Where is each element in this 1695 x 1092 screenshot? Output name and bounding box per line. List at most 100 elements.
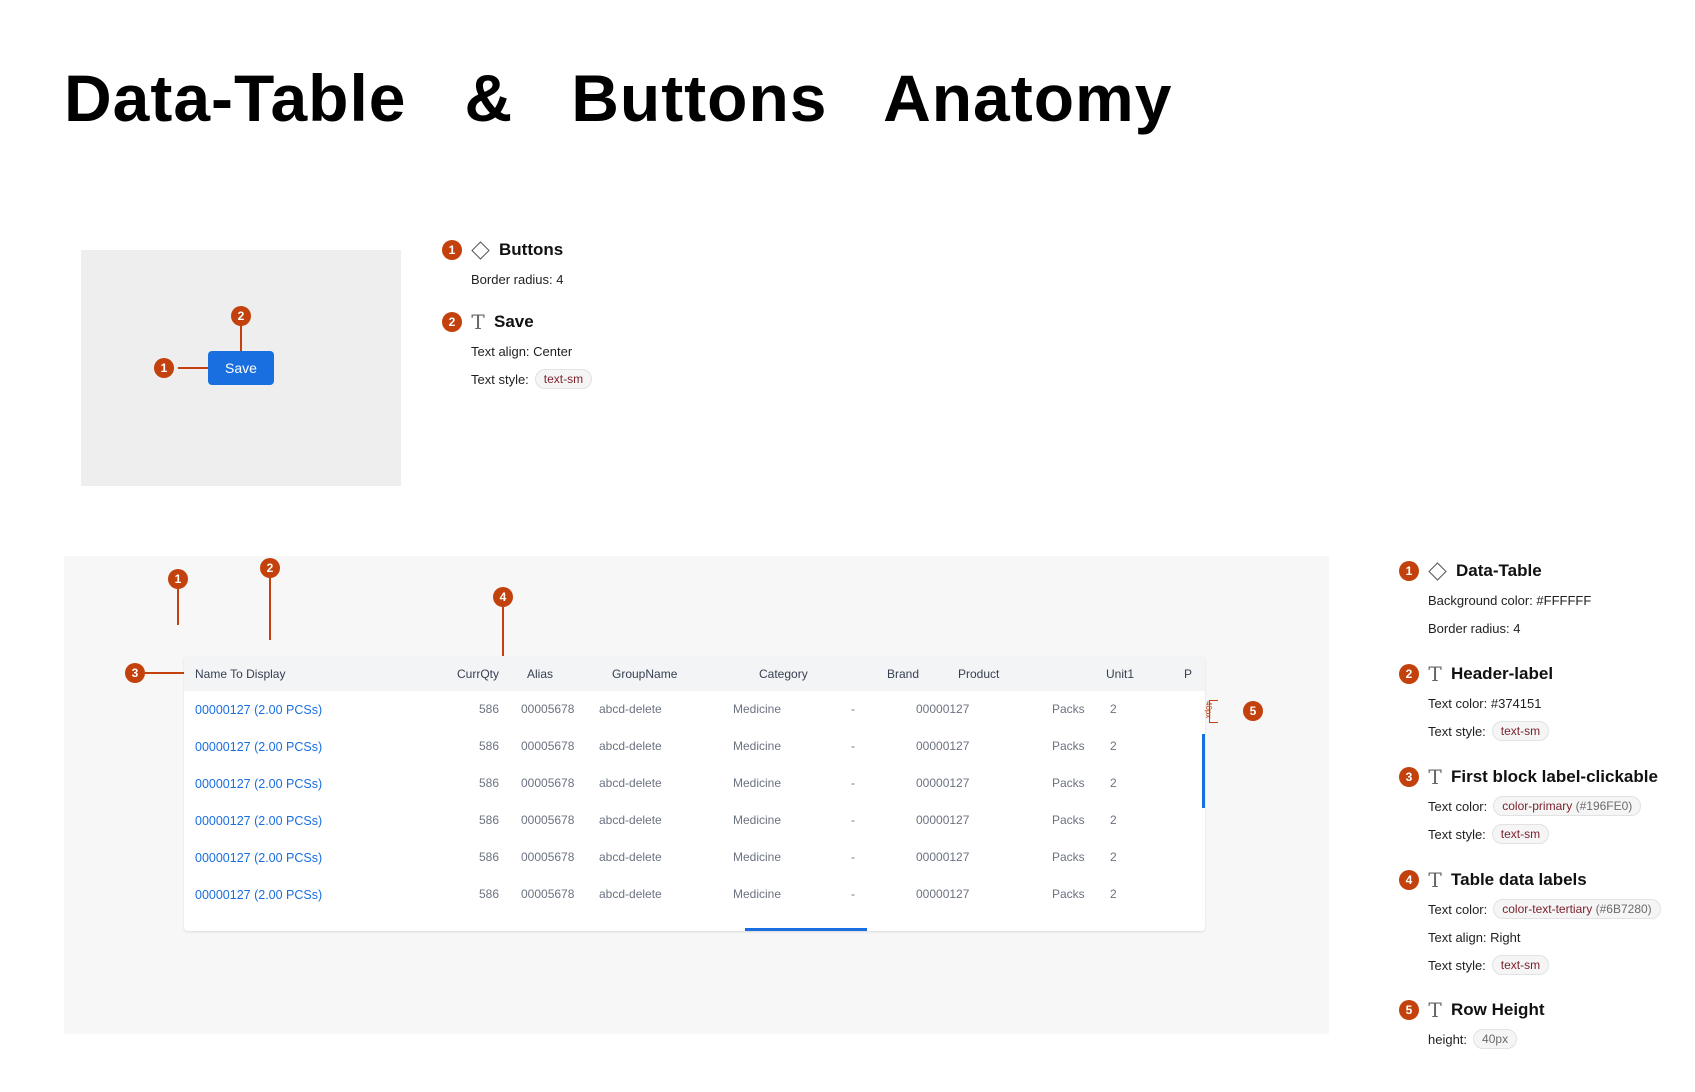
spec-title: Table data labels: [1451, 870, 1587, 889]
spec-title: Save: [494, 312, 534, 331]
spec-prop: Text style: text-sm: [1428, 955, 1661, 975]
header-label[interactable]: Category: [759, 667, 808, 681]
save-button[interactable]: Save: [208, 351, 274, 385]
table-cell: abcd-delete: [599, 813, 662, 827]
table-cell: 00000127: [916, 776, 970, 790]
table-cell: Medicine: [733, 813, 782, 827]
component-diamond-icon: [1428, 561, 1447, 581]
spec-prop: Text align: Center: [471, 343, 573, 359]
marker-badge-2: 2: [1399, 664, 1419, 684]
spec-buttons: 1 Buttons Border radius: 4: [442, 240, 564, 288]
header-label[interactable]: Name To Display: [195, 667, 286, 681]
marker-badge-2: 2: [442, 312, 462, 332]
row-name-link[interactable]: 00000127 (2.00 PCSs): [195, 888, 323, 902]
marker-badge-3: 3: [1399, 767, 1419, 787]
header-label[interactable]: Brand: [887, 667, 920, 681]
row-name-link[interactable]: 00000127 (2.00 PCSs): [195, 851, 323, 865]
spec-prop-label: Text style:: [471, 371, 529, 387]
spec-prop: Text color: #374151: [1428, 695, 1542, 711]
header-label[interactable]: P: [1184, 667, 1193, 681]
table-cell: -: [851, 702, 855, 716]
title-part-data-table: Data-Table: [64, 61, 407, 135]
row-name-link[interactable]: 00000127 (2.00 PCSs): [195, 703, 323, 717]
chip-hex: (#196FE0): [1575, 799, 1633, 813]
table-cell: abcd-delete: [599, 850, 662, 864]
spec-prop: Border radius: 4: [471, 271, 564, 287]
table-cell: 00005678: [521, 850, 575, 864]
table-cell: 00000127: [916, 702, 970, 716]
text-type-icon: T: [471, 310, 485, 334]
vertical-scrollbar[interactable]: [1202, 734, 1205, 808]
table-cell: 00000127: [916, 739, 970, 753]
table-cell: 586: [478, 739, 499, 753]
spec-save: 2 T Save Text align: Center Text style: …: [442, 310, 593, 389]
marker-line: [177, 589, 179, 625]
marker-badge-1: 1: [442, 240, 462, 260]
table-cell: 586: [478, 813, 499, 827]
style-chip: text-sm: [1491, 955, 1550, 975]
title-part-anatomy: Anatomy: [883, 61, 1173, 135]
spec-prop-label: Text color:: [1428, 901, 1488, 917]
spec-prop-label: Text style:: [1428, 723, 1486, 739]
table-cell: 586: [478, 776, 499, 790]
marker-line: [502, 607, 504, 661]
table-cell: Packs: [1052, 850, 1085, 864]
table-row[interactable]: 00000127 (2.00 PCSs) 586 00005678 abcd-dele…: [184, 802, 1205, 839]
table-cell: abcd-delete: [599, 739, 662, 753]
text-type-icon: T: [1428, 998, 1442, 1022]
button-demo-frame: 1 2 Save: [81, 250, 401, 486]
spec-title: First block label-clickable: [1451, 767, 1658, 786]
marker-badge-4: 4: [493, 587, 513, 607]
spec-prop-label: Text color:: [1428, 798, 1488, 814]
table-cell: Packs: [1052, 702, 1085, 716]
spec-data-table: 1 Data-Table Background color: #FFFFFF B…: [1399, 561, 1591, 637]
spec-header-label: 2 T Header-label Text color: #374151 Tex…: [1399, 664, 1554, 741]
header-label[interactable]: Product: [958, 667, 1000, 681]
header-label[interactable]: GroupName: [612, 667, 678, 681]
title-part-buttons: Buttons: [571, 61, 828, 135]
table-cell: abcd-delete: [599, 887, 662, 901]
table-cell: -: [851, 850, 855, 864]
spec-prop: Background color: #FFFFFF: [1428, 592, 1592, 608]
marker-badge-1: 1: [154, 358, 174, 378]
table-cell: 00005678: [521, 702, 575, 716]
marker-line: [178, 367, 208, 369]
table-cell: 00005678: [521, 813, 575, 827]
horizontal-scrollbar[interactable]: [745, 928, 867, 931]
spec-prop: Border radius: 4: [1428, 620, 1521, 636]
header-label[interactable]: Alias: [527, 667, 554, 681]
spec-prop: height: 40px: [1428, 1029, 1545, 1049]
table-row[interactable]: 00000127 (2.00 PCSs) 586 00005678 abcd-dele…: [184, 839, 1205, 876]
row-name-link[interactable]: 00000127 (2.00 PCSs): [195, 814, 323, 828]
spec-prop: Text color: color-primary (#196FE0): [1428, 796, 1658, 816]
spec-prop-label: height:: [1428, 1031, 1468, 1047]
header-label[interactable]: Unit1: [1106, 667, 1135, 681]
header-label[interactable]: CurrQty: [457, 667, 499, 681]
spec-prop: Text style: text-sm: [1428, 721, 1553, 741]
table-cell: 586: [478, 850, 499, 864]
marker-badge-2: 2: [260, 558, 280, 578]
marker-badge-3: 3: [125, 663, 145, 683]
chip-token: color-primary: [1502, 799, 1573, 813]
row-name-link[interactable]: 00000127 (2.00 PCSs): [195, 740, 323, 754]
text-type-icon: T: [1428, 765, 1442, 789]
title-ampersand: &: [464, 61, 514, 135]
table-cell: -: [851, 813, 855, 827]
spec-prop: Text color: color-text-tertiary (#6B7280…: [1428, 899, 1661, 919]
table-cell: 2: [1110, 850, 1117, 864]
row-name-link[interactable]: 00000127 (2.00 PCSs): [195, 777, 323, 791]
component-diamond-icon: [471, 240, 490, 260]
table-header: Name To Display CurrQty Alias GroupName …: [184, 656, 1205, 691]
table-cell: Medicine: [733, 739, 782, 753]
marker-badge-5: 5: [1399, 1000, 1419, 1020]
style-chip: text-sm: [1491, 824, 1550, 844]
table-cell: Medicine: [733, 702, 782, 716]
spec-title: Data-Table: [1456, 561, 1542, 580]
spec-title: Buttons: [499, 240, 564, 259]
spec-title: Header-label: [1451, 664, 1554, 683]
marker-badge-2: 2: [231, 306, 251, 326]
